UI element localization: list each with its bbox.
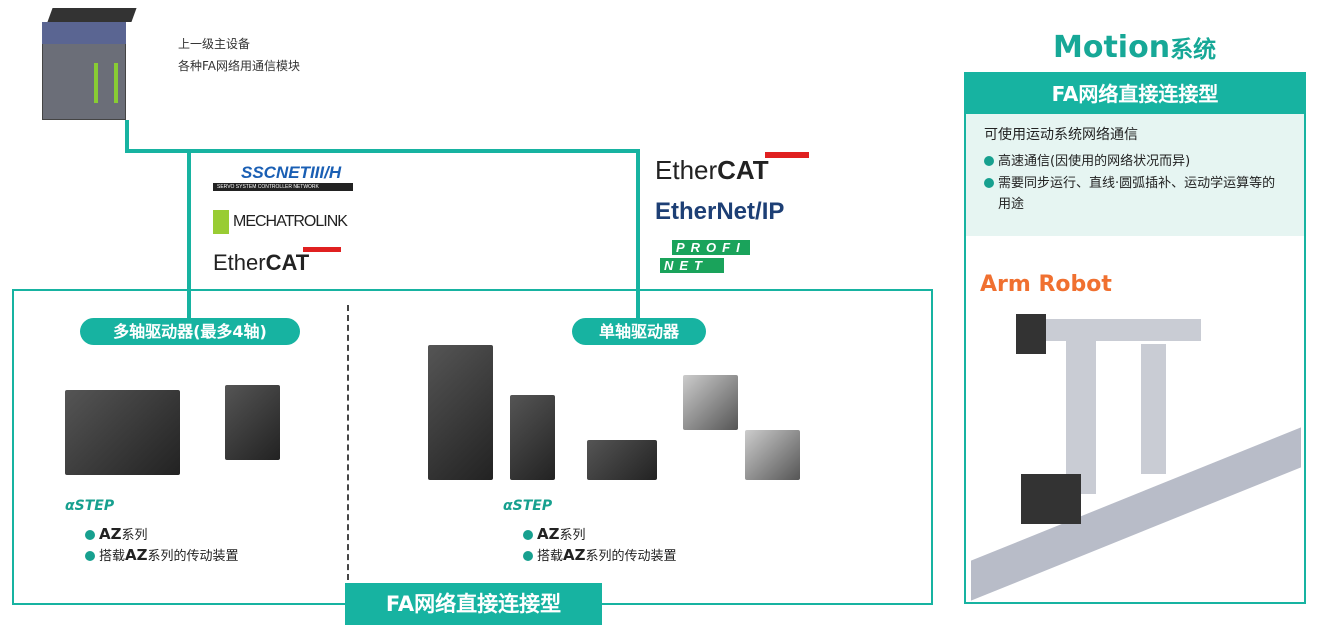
motion-panel: FA网络直接连接型 可使用运动系统网络通信 高速通信(因使用的网络状况而异) 需…: [964, 72, 1306, 604]
stepper-motor-image: [745, 430, 800, 480]
panel-info: 可使用运动系统网络通信 高速通信(因使用的网络状况而异) 需要同步运行、直线·圆…: [966, 114, 1304, 236]
network-line: [636, 149, 640, 319]
list-item: AZ系列: [523, 524, 586, 543]
alphastep-logo: αSTEP: [503, 498, 553, 514]
mechatrolink-logo: MECHATROLINK: [213, 210, 348, 234]
panel-title: Motion系统: [1053, 30, 1217, 65]
network-line: [125, 149, 640, 153]
list-item: 搭载AZ系列的传动装置: [85, 545, 239, 564]
list-item: 需要同步运行、直线·圆弧插补、运动学运算等的用途: [984, 173, 1286, 215]
master-label: 上一级主设备: [178, 37, 251, 51]
bottom-label: FA网络直接连接型: [345, 583, 602, 625]
list-item: AZ系列: [85, 524, 148, 543]
panel-header: FA网络直接连接型: [966, 74, 1304, 114]
multi-axis-driver-small-image: [225, 385, 280, 460]
stepper-motor-image: [683, 375, 738, 430]
multi-axis-driver-label: 多轴驱动器(最多4轴): [80, 318, 300, 345]
master-sublabel: 各种FA网络用通信模块: [178, 59, 301, 73]
list-item: 搭载AZ系列的传动装置: [523, 545, 677, 564]
list-item: 高速通信(因使用的网络状况而异): [984, 150, 1286, 169]
network-line: [187, 149, 191, 319]
divider: [347, 305, 349, 590]
sscnet-logo: SSCNETIII/H SERVO SYSTEM CONTROLLER NETW…: [213, 163, 353, 191]
ethernetip-logo: EtherNet/IP: [655, 198, 785, 225]
master-plc-image: [42, 8, 137, 120]
single-axis-driver-label: 单轴驱动器: [572, 318, 706, 345]
arm-robot-image: [971, 314, 1301, 601]
compact-driver-image: [587, 440, 657, 480]
network-line: [125, 120, 129, 152]
single-axis-driver-image: [510, 395, 555, 480]
robot-label: Arm Robot: [980, 272, 1112, 297]
profinet-logo: PROFI NET: [660, 240, 750, 273]
multi-axis-driver-image: [65, 390, 180, 475]
ethercat-logo: EtherCAT: [655, 152, 809, 186]
ethercat-logo: EtherCAT: [213, 247, 341, 276]
single-axis-driver-image: [428, 345, 493, 480]
alphastep-logo: αSTEP: [65, 498, 115, 514]
panel-heading: 可使用运动系统网络通信: [984, 127, 1138, 143]
